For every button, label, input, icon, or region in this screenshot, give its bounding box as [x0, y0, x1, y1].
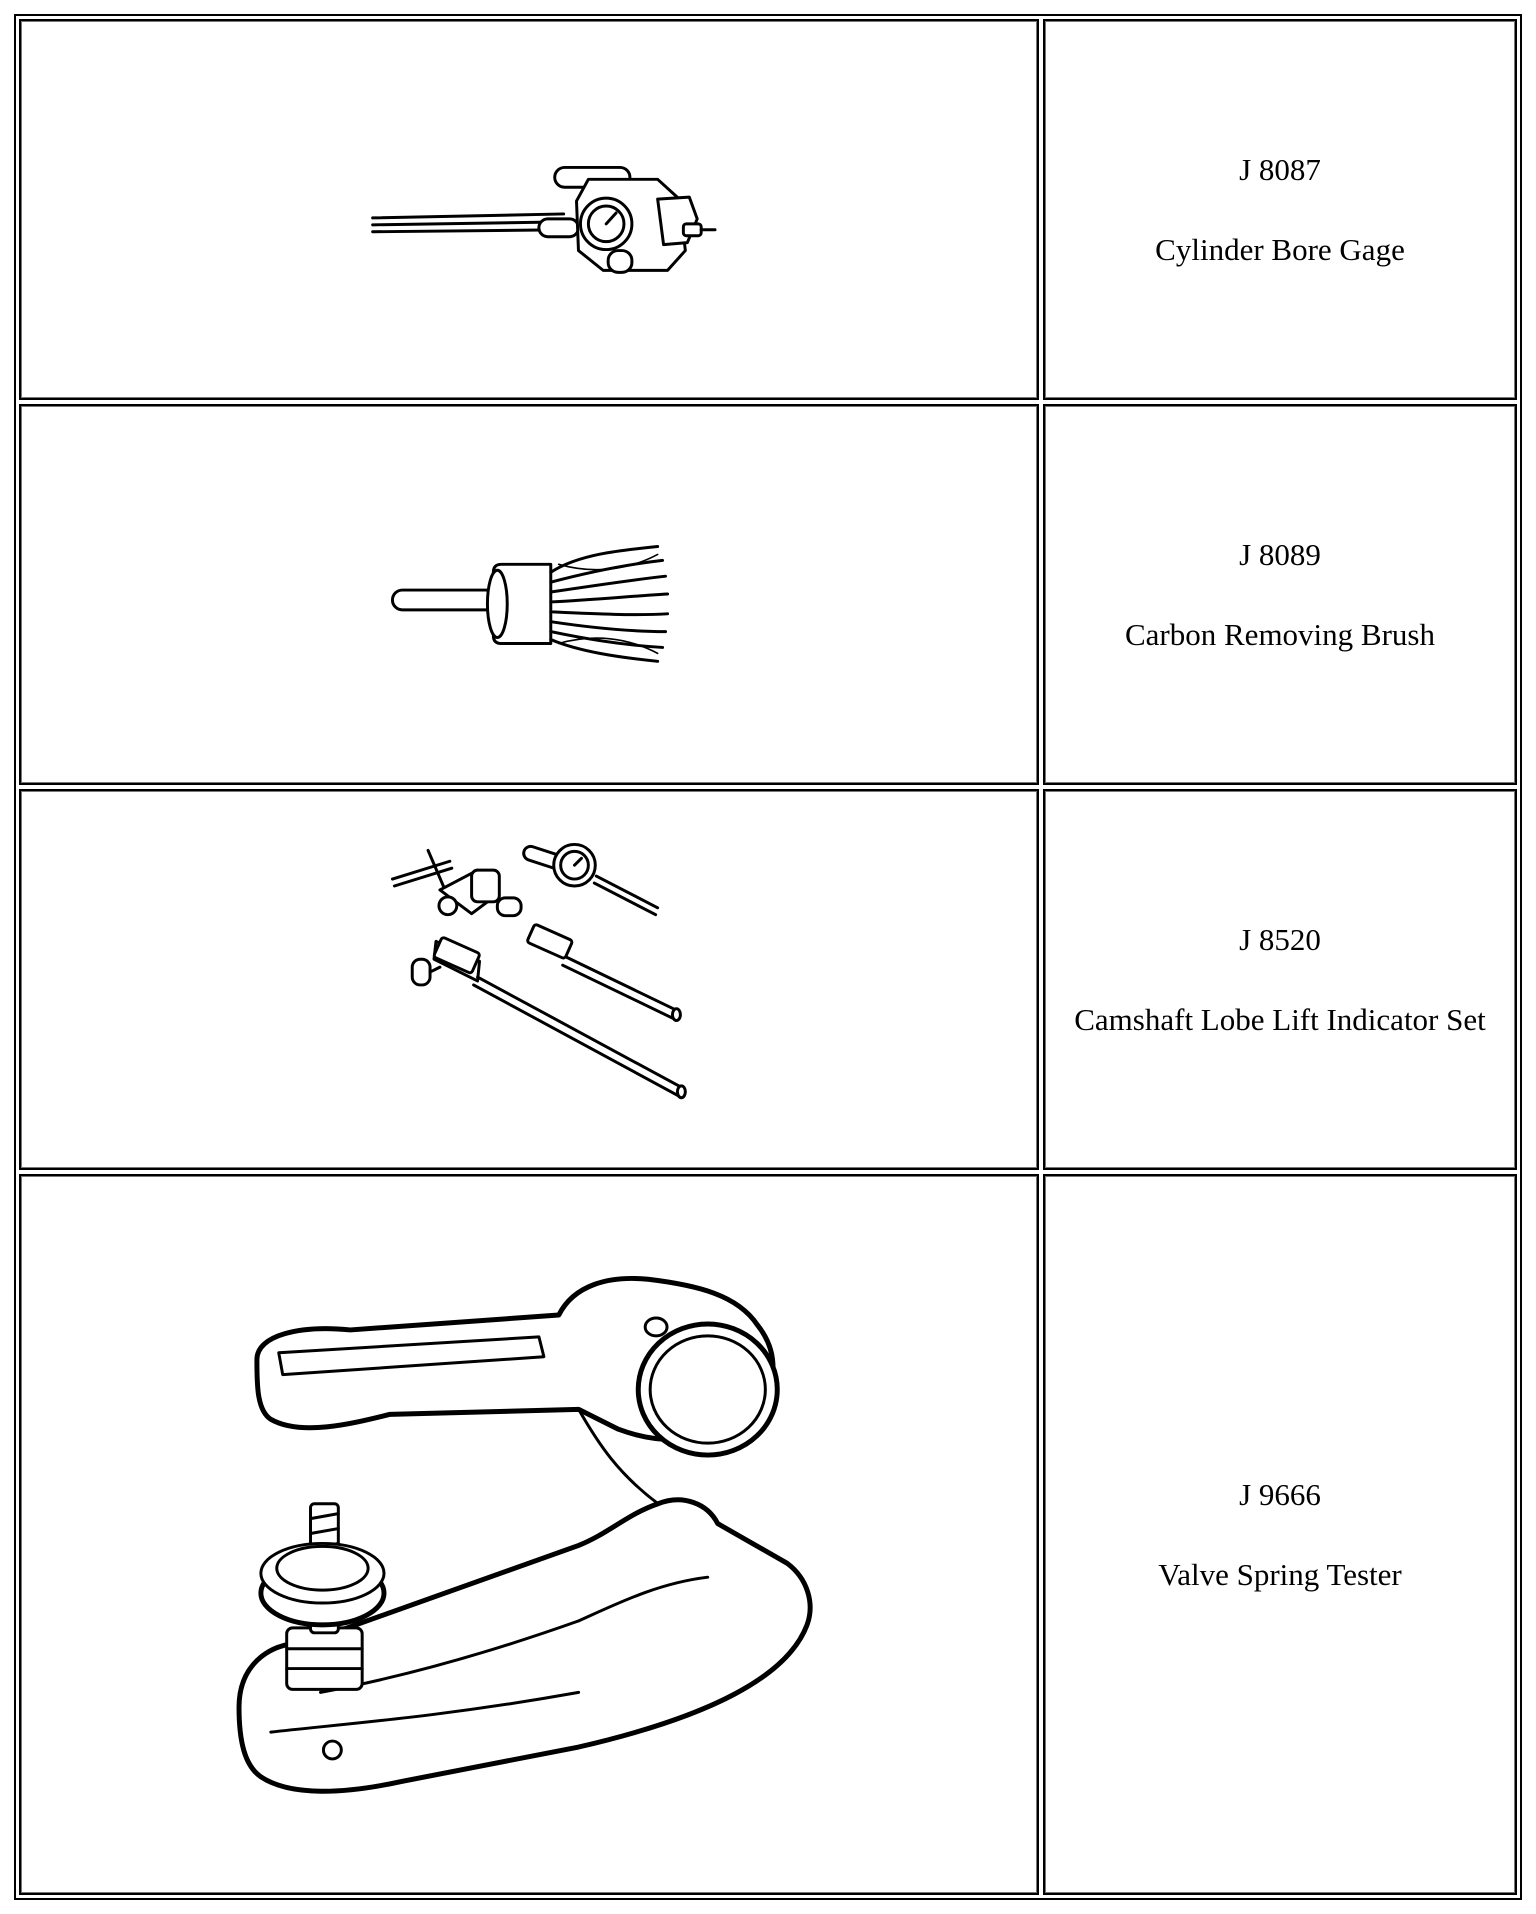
tool-info-cell: J 9666 Valve Spring Tester: [1043, 1174, 1517, 1895]
carbon-removing-brush-icon: [390, 545, 670, 663]
tool-name: Valve Spring Tester: [1158, 1556, 1402, 1592]
tool-number: J 8520: [1239, 921, 1321, 957]
tool-illustration-cell: [19, 19, 1039, 400]
tool-name: Cylinder Bore Gage: [1155, 231, 1405, 267]
tool-number: J 9666: [1239, 1476, 1321, 1512]
cylinder-bore-gage-icon: [371, 165, 717, 274]
tool-illustration-cell: [19, 404, 1039, 785]
tool-info-cell: J 8089 Carbon Removing Brush: [1043, 404, 1517, 785]
tool-number: J 8087: [1239, 151, 1321, 187]
tool-number: J 8089: [1239, 536, 1321, 572]
valve-spring-tester-icon: [236, 1276, 813, 1794]
camshaft-lobe-lift-indicator-set-icon: [390, 842, 687, 1100]
tool-illustration-cell: [19, 1174, 1039, 1895]
tool-info-cell: J 8520 Camshaft Lobe Lift Indicator Set: [1043, 789, 1517, 1170]
tool-illustration-cell: [19, 789, 1039, 1170]
tool-name: Camshaft Lobe Lift Indicator Set: [1074, 1001, 1486, 1037]
special-tools-table: J 8087 Cylinder Bore Gage J 8089: [14, 14, 1522, 1900]
tool-info-cell: J 8087 Cylinder Bore Gage: [1043, 19, 1517, 400]
tool-name: Carbon Removing Brush: [1125, 616, 1435, 652]
